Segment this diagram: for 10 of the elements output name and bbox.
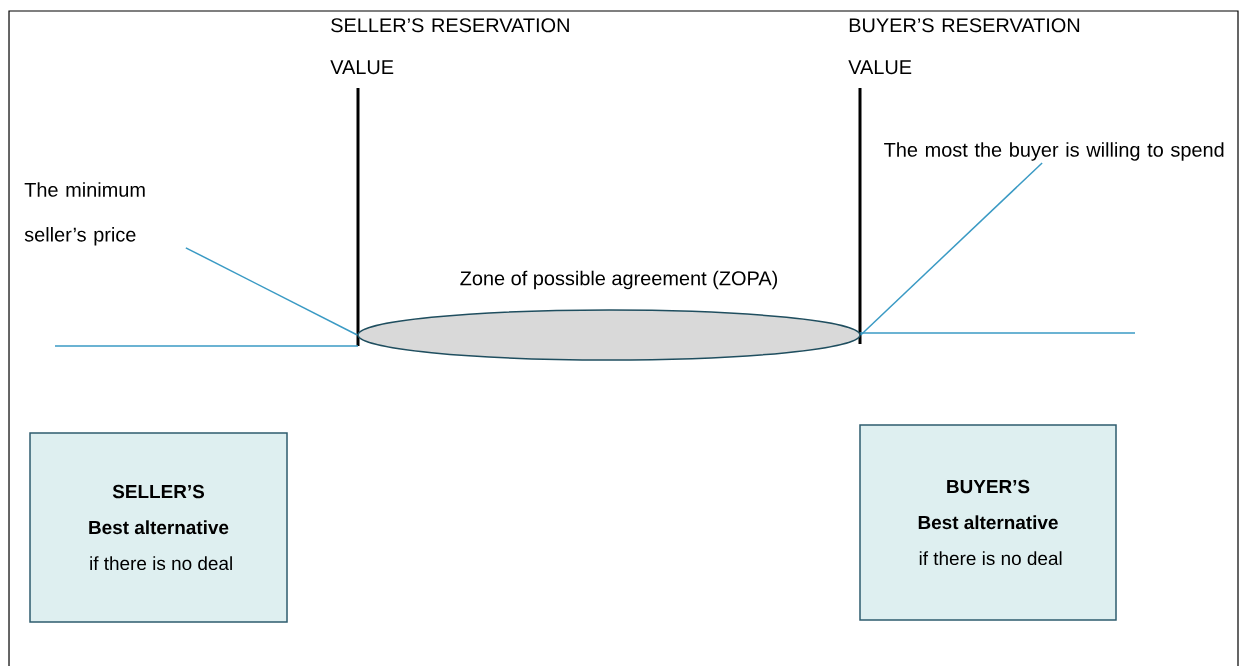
note-text: The most the buyer is willing to spend [884, 142, 1224, 161]
zone-label: Zone of possible agreement (ZOPA) [460, 270, 778, 290]
note-text: The minimum seller’s price [24, 182, 145, 246]
alternative-box: SELLER’S Best alternative if there is no deal [29, 432, 288, 623]
alternative-box: BUYER’S Best alternative if there is no deal [859, 424, 1117, 621]
axis-label: SELLER’S RESERVATION VALUE [330, 18, 569, 75]
leader-line [860, 162, 1043, 336]
leader-line [185, 247, 358, 336]
zopa-ellipse [357, 309, 861, 361]
axis-label: BUYER’S RESERVATION VALUE [848, 18, 1080, 75]
